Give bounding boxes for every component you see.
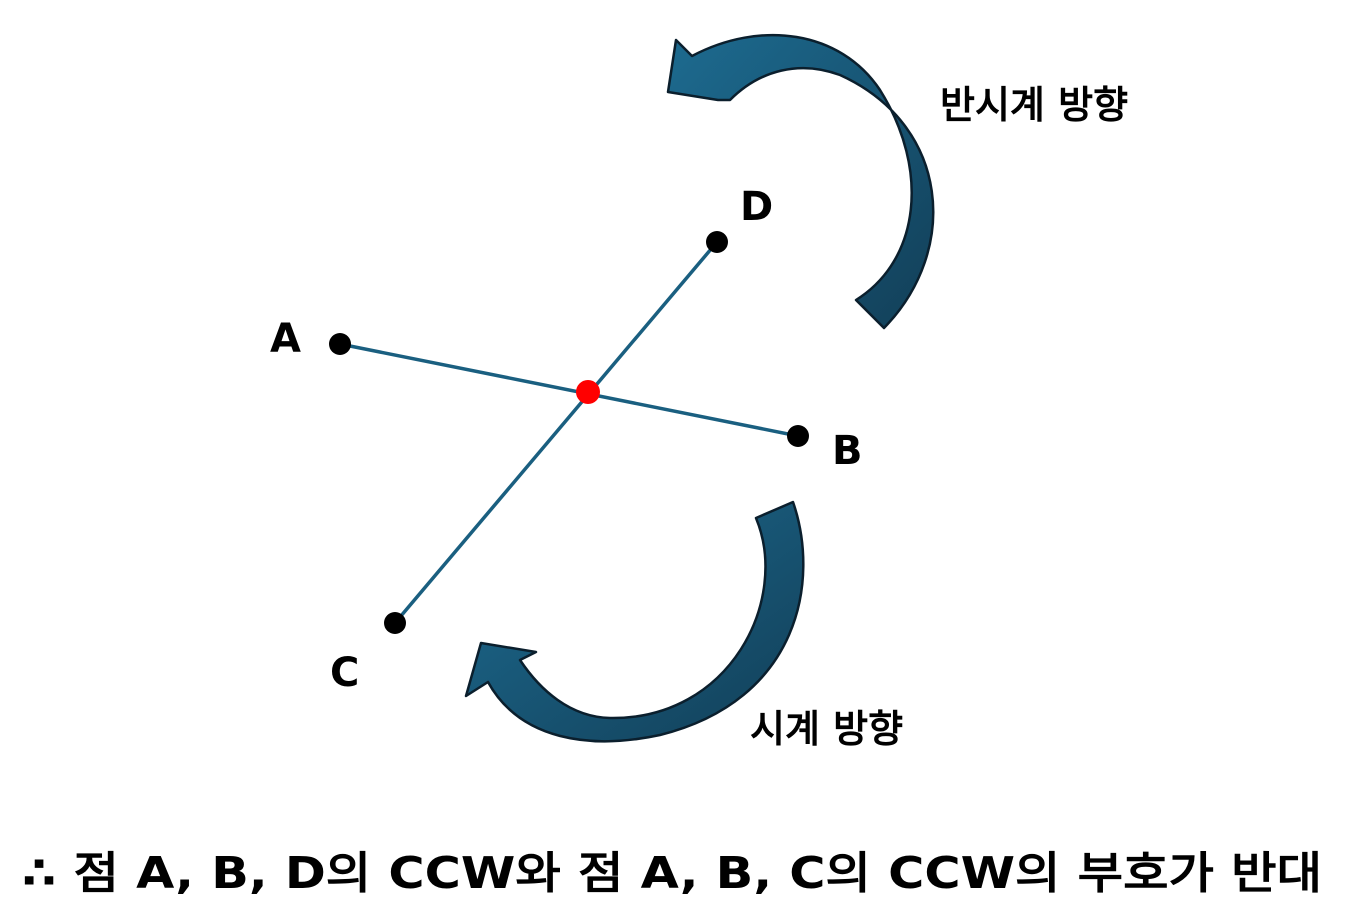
segment-ab (339, 342, 799, 438)
point-label-c: C (330, 650, 359, 696)
point-label-d: D (740, 184, 773, 230)
clockwise-arrow-icon (464, 500, 805, 743)
point-label-b: B (832, 428, 863, 474)
point-d (706, 231, 728, 253)
conclusion-text: ∴ 점 A, B, D의 CCW와 점 A, B, C의 CCW의 부호가 반대 (22, 848, 1322, 899)
intersection-point (576, 380, 600, 404)
counterclockwise-label: 반시계 방향 (940, 83, 1128, 127)
point-b (787, 425, 809, 447)
point-c (384, 612, 406, 634)
segment-cd (393, 240, 719, 625)
point-a (329, 333, 351, 355)
clockwise-label: 시계 방향 (750, 707, 903, 751)
point-label-a: A (270, 316, 301, 362)
counterclockwise-arrow-icon (666, 33, 935, 330)
